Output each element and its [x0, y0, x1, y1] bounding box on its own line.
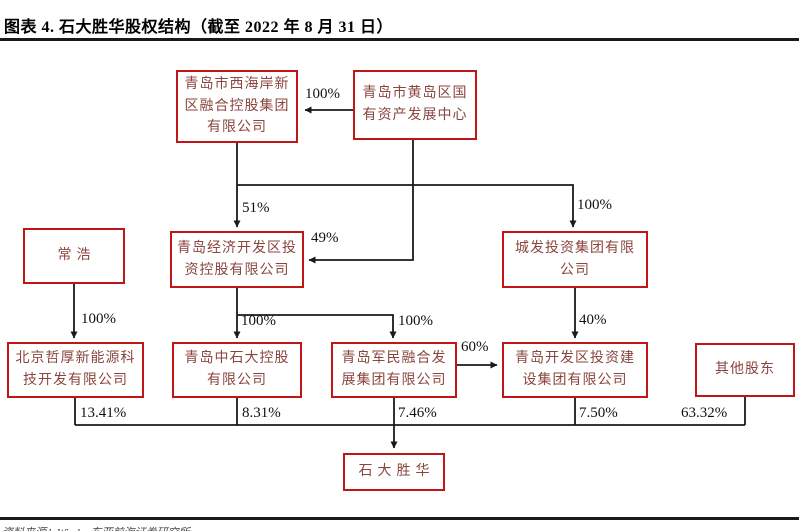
- node-beijing-zhehou: 北京哲厚新能源科 技开发有限公司: [7, 342, 144, 398]
- node-changhao-person: 常浩: [23, 228, 125, 284]
- ownership-label-xihaian-chengfa: 100%: [577, 197, 612, 213]
- ownership-label-changhao-beijing: 100%: [81, 311, 116, 327]
- ownership-label-others-target: 63.32%: [681, 405, 728, 421]
- node-huangdao-label: 青岛市黄岛区国 有资产发展中心: [362, 86, 468, 123]
- node-shida-shenghua: 石大胜华: [343, 453, 445, 491]
- ownership-label-beijing-target: 13.41%: [80, 405, 127, 421]
- ownership-label-jingji-junmin: 100%: [398, 313, 433, 329]
- node-changhao-label: 常浩: [57, 248, 96, 264]
- ownership-label-xihaian-jingji: 51%: [242, 200, 270, 216]
- node-other-shareholders: 其他股东: [695, 343, 795, 397]
- node-jingji-label: 青岛经济开发区投 资控股有限公司: [177, 240, 297, 278]
- node-target-label: 石大胜华: [358, 464, 435, 480]
- title-rule: [0, 38, 799, 41]
- node-jingji-kaifaqu-invest: 青岛经济开发区投 资控股有限公司: [170, 231, 304, 288]
- ownership-label-kaifaqu-target: 7.50%: [579, 405, 618, 421]
- node-chengfa-label: 城发投资集团有限 公司: [515, 240, 635, 278]
- node-xihaian-label: 青岛市西海岸新 区融合控股集团 有限公司: [184, 76, 290, 136]
- node-beijing-label: 北京哲厚新能源科 技开发有限公司: [15, 351, 136, 388]
- source-note: 资料来源：Wind，东亚前海证券研究所: [2, 524, 190, 531]
- node-xihaian-ronghe-holding: 青岛市西海岸新 区融合控股集团 有限公司: [176, 70, 298, 143]
- ownership-label-junmin-target: 7.46%: [398, 405, 437, 421]
- node-zhongshida-holding: 青岛中石大控股 有限公司: [172, 342, 302, 398]
- node-kaifaqu-label: 青岛开发区投资建 设集团有限公司: [515, 351, 635, 388]
- node-chengfa-invest-group: 城发投资集团有限 公司: [502, 231, 648, 288]
- node-huangdao-soa-center: 青岛市黄岛区国 有资产发展中心: [353, 70, 477, 140]
- ownership-label-junmin-kaifaqu: 60%: [461, 339, 489, 355]
- node-others-label: 其他股东: [715, 362, 775, 378]
- ownership-label-huangdao-xihaian: 100%: [305, 86, 340, 102]
- figure-title: 图表 4. 石大胜华股权结构（截至 2022 年 8 月 31 日）: [4, 19, 394, 36]
- node-junmin-ronghe-group: 青岛军民融合发 展集团有限公司: [331, 342, 457, 398]
- ownership-label-chengfa-kaifaqu: 40%: [579, 312, 607, 328]
- node-junmin-label: 青岛军民融合发 展集团有限公司: [341, 351, 447, 388]
- ownership-label-zhongshida-target: 8.31%: [242, 405, 281, 421]
- footer-rule: [0, 517, 799, 520]
- ownership-label-jingji-zhongshida: 100%: [241, 313, 276, 329]
- node-zhongshida-label: 青岛中石大控股 有限公司: [184, 351, 290, 388]
- node-kaifaqu-construction-group: 青岛开发区投资建 设集团有限公司: [502, 342, 648, 398]
- ownership-label-huangdao-jingji: 49%: [311, 230, 339, 246]
